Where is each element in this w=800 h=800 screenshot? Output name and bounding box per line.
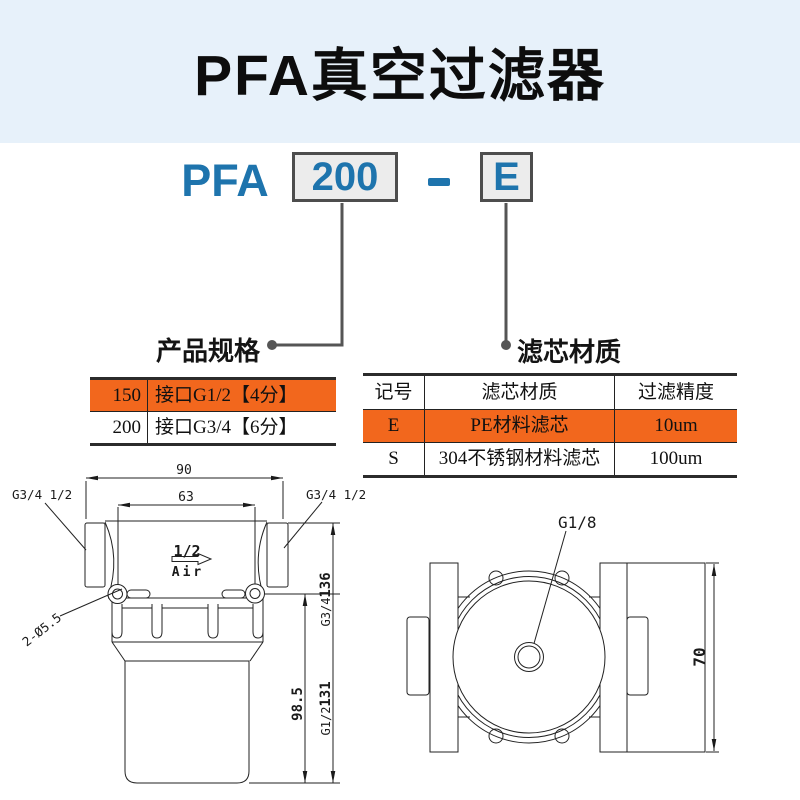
flow-fraction-label: 1/2 <box>173 542 200 560</box>
model-element-value: E <box>493 154 520 199</box>
page-title: PFA真空过滤器 <box>194 44 606 108</box>
port-right-label: G3/4 1/2 <box>306 487 366 502</box>
dim-depth: 70 <box>690 647 709 666</box>
dim-height-b: 131 <box>318 681 334 706</box>
media-precision: 100um <box>649 448 703 469</box>
media-code: E <box>363 410 425 442</box>
dim-port-spacing: 63 <box>178 490 194 505</box>
top-port-label: G1/8 <box>558 513 597 532</box>
section-title-media: 滤芯材质 <box>517 337 622 367</box>
spec-code: 200 <box>90 412 148 443</box>
model-size-box: 200 <box>292 152 398 202</box>
table-row: S 304不锈钢材料滤芯 100um <box>363 443 737 475</box>
dim-overall-width: 90 <box>176 463 192 478</box>
media-precision: 10um <box>654 415 698 436</box>
header-band <box>0 0 800 143</box>
thread-b-label: G1/2 <box>319 707 333 736</box>
table-header-row: 记号 滤芯材质 过滤精度 <box>363 376 737 410</box>
model-dash <box>428 178 450 186</box>
spec-desc: 接口G3/4【6分】 <box>155 417 298 438</box>
dim-height-a: 136 <box>318 572 334 597</box>
model-prefix: PFA <box>181 155 269 206</box>
spec-desc: 接口G1/2【4分】 <box>155 385 298 406</box>
media-material: PE材料滤芯 <box>425 410 615 442</box>
technical-drawings: 90 63 G3/4 1/2 G3/4 1/2 1/2 Air 2-Ø5.5 9… <box>12 463 719 784</box>
col-header-code: 记号 <box>363 376 425 409</box>
model-element-box: E <box>480 152 533 202</box>
table-row: E PE材料滤芯 10um <box>363 410 737 443</box>
spec-code: 150 <box>90 380 148 411</box>
port-left-label: G3/4 1/2 <box>12 487 72 502</box>
model-size-value: 200 <box>311 154 379 199</box>
dim-height-inner: 98.5 <box>290 687 306 721</box>
media-table: 记号 滤芯材质 过滤精度 E PE材料滤芯 10um S 304不锈钢材料滤芯 … <box>363 373 737 478</box>
col-header-material: 滤芯材质 <box>425 376 615 409</box>
flow-air-label: Air <box>172 565 204 580</box>
spec-table: 150 接口G1/2【4分】 200 接口G3/4【6分】 <box>90 377 336 446</box>
section-title-spec: 产品规格 <box>156 336 261 366</box>
holes-label: 2-Ø5.5 <box>19 610 64 650</box>
media-material: 304不锈钢材料滤芯 <box>425 443 615 475</box>
thread-a-label: G3/4 <box>319 598 333 627</box>
table-row: 200 接口G3/4【6分】 <box>90 412 336 443</box>
table-row: 150 接口G1/2【4分】 <box>90 380 336 412</box>
media-code: S <box>363 443 425 475</box>
col-header-precision: 过滤精度 <box>637 382 714 403</box>
